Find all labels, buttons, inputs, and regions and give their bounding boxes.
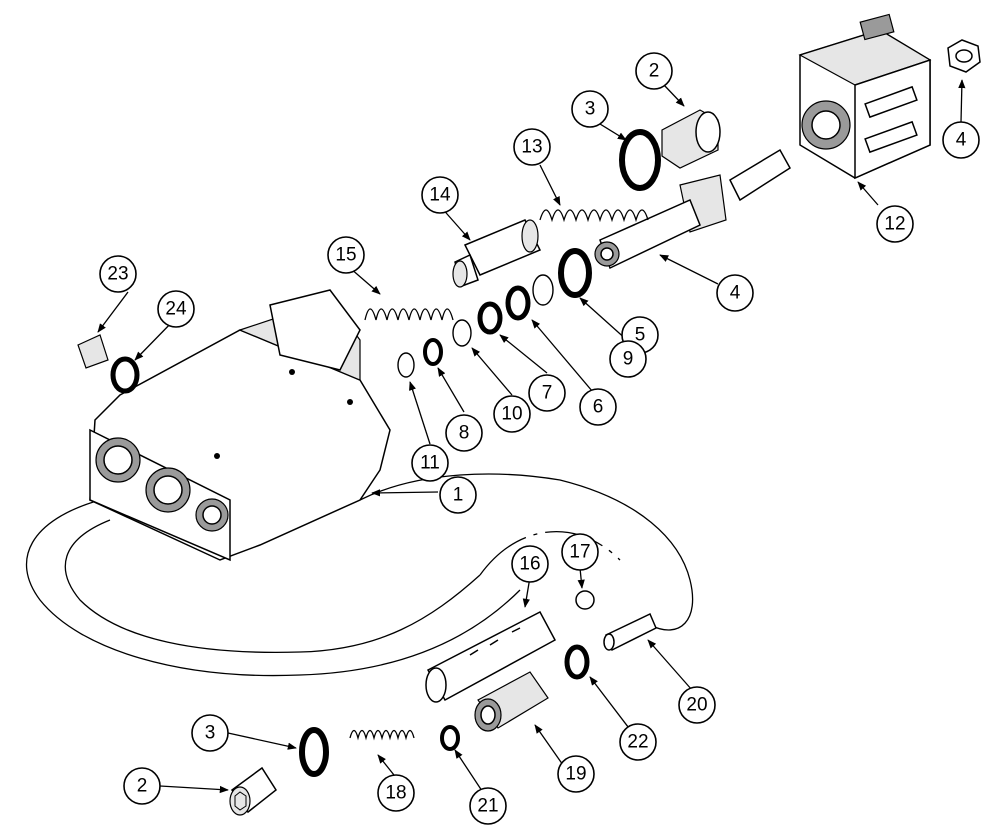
svg-text:23: 23	[107, 264, 128, 285]
o-ring-part-6	[505, 285, 531, 321]
solenoid-housing-part-12	[798, 13, 932, 180]
spring-part-15	[364, 308, 454, 321]
callout-22: 22	[619, 723, 657, 761]
callout-2-bottom: 2	[123, 767, 161, 805]
plug-part-2-top	[661, 109, 721, 169]
callout-15: 15	[327, 236, 365, 274]
o-ring-part-21	[440, 725, 460, 751]
callout-1: 1	[439, 476, 477, 514]
svg-text:3: 3	[205, 723, 216, 744]
callout-7: 7	[528, 374, 566, 412]
callout-17: 17	[561, 533, 599, 571]
svg-text:6: 6	[593, 397, 604, 418]
callout-12: 12	[876, 205, 914, 243]
callout-24: 24	[157, 290, 195, 328]
backup-ring-part-9	[532, 274, 554, 306]
callout-2-top: 2	[635, 52, 673, 90]
callout-21: 21	[469, 787, 507, 825]
callout-18: 18	[377, 774, 415, 812]
callout-9: 9	[609, 340, 647, 378]
leader-lines	[97, 79, 966, 801]
piston-part-14	[452, 219, 542, 288]
flow-path-outline	[25, 473, 694, 677]
svg-text:8: 8	[459, 423, 470, 444]
cartridge-part-4	[594, 148, 791, 270]
valve-body-part-1	[89, 289, 391, 562]
svg-text:18: 18	[385, 783, 406, 804]
callout-19: 19	[557, 755, 595, 793]
backup-ring-part-10	[452, 319, 472, 347]
svg-text:3: 3	[585, 99, 596, 120]
svg-text:22: 22	[627, 732, 648, 753]
callout-3-top: 3	[571, 90, 609, 128]
plug-part-23	[77, 334, 109, 369]
svg-text:2: 2	[649, 61, 660, 82]
o-ring-part-3-bottom	[299, 727, 329, 777]
callout-3-bottom: 3	[191, 714, 229, 752]
fitting-part-19	[474, 671, 549, 732]
o-ring-part-5	[558, 248, 592, 298]
callout-4-right: 4	[716, 274, 754, 312]
o-ring-part-24	[110, 356, 140, 394]
svg-text:4: 4	[730, 283, 741, 304]
o-ring-part-8	[423, 338, 443, 366]
svg-text:9: 9	[623, 349, 634, 370]
svg-text:19: 19	[565, 764, 586, 785]
svg-text:14: 14	[429, 185, 451, 206]
svg-text:21: 21	[477, 796, 498, 817]
svg-text:11: 11	[420, 453, 440, 474]
svg-text:7: 7	[542, 383, 553, 404]
spool-part-16	[425, 610, 557, 703]
o-ring-part-22	[564, 644, 590, 680]
svg-text:16: 16	[519, 554, 540, 575]
callout-20: 20	[678, 686, 716, 724]
svg-text:13: 13	[521, 137, 542, 158]
svg-text:1: 1	[453, 485, 464, 506]
plug-part-2-bottom	[229, 766, 277, 816]
svg-text:2: 2	[137, 776, 148, 797]
svg-text:17: 17	[569, 542, 590, 563]
svg-text:20: 20	[686, 695, 707, 716]
backup-ring-part-11	[397, 352, 415, 378]
callout-11: 11	[411, 444, 449, 482]
svg-text:4: 4	[956, 130, 967, 151]
svg-text:5: 5	[635, 325, 646, 346]
nut-bore	[955, 49, 973, 63]
svg-text:10: 10	[501, 404, 522, 425]
svg-text:12: 12	[884, 214, 905, 235]
callout-6: 6	[579, 388, 617, 426]
ball-part-17	[575, 590, 595, 610]
o-ring-part-3-top	[619, 129, 661, 191]
o-ring-part-7	[477, 301, 503, 335]
callout-23: 23	[99, 255, 137, 293]
svg-text:15: 15	[335, 245, 356, 266]
spring-part-18	[349, 729, 415, 741]
spring-part-13	[539, 209, 649, 223]
callout-13: 13	[513, 128, 551, 166]
callout-14: 14	[421, 176, 459, 214]
callout-8: 8	[445, 414, 483, 452]
callout-10: 10	[493, 395, 531, 433]
callout-4-top: 4	[942, 121, 980, 159]
pin-part-20	[603, 612, 657, 652]
svg-text:24: 24	[165, 299, 187, 320]
callout-16: 16	[511, 545, 549, 583]
